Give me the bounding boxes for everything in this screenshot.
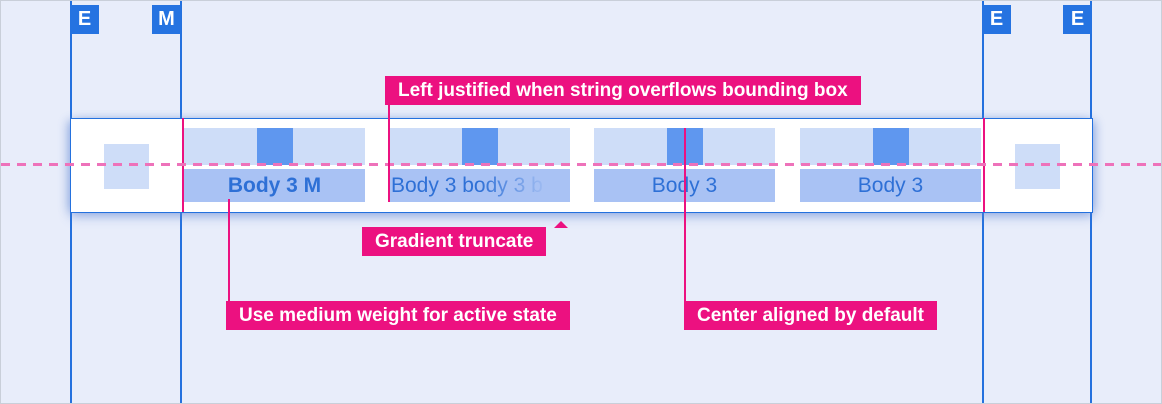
annotation-gradient-truncate-text: Gradient truncate [375,231,534,252]
tab-padding-block [800,128,981,165]
tab-padding-block [184,128,365,165]
tab-padding-square [872,128,909,165]
tab-label: Body 3 [800,169,981,202]
connector-center-aligned [684,128,686,301]
tab-padding-square [256,128,293,165]
gradient-truncate-overlay [478,169,570,202]
tab-padding-square [461,128,498,165]
annotation-center-aligned: Center aligned by default [684,301,937,330]
spacing-marker-m-left: M [152,5,181,34]
tab-label: Body 3 M [184,169,365,202]
annotation-gradient-truncate: Gradient truncate [362,221,568,256]
annotation-left-justified: Left justified when string overflows bou… [385,76,861,105]
center-dashed-line [1,163,1161,166]
connector-medium-weight [228,199,230,301]
tab-active[interactable]: Body 3 M [184,1,365,403]
caret-up-icon [554,221,568,228]
tab-truncated[interactable]: Body 3 body 3 b [389,1,570,403]
spacing-marker-e-left: E [70,5,99,34]
connector-left-justified [388,104,390,202]
tab-padding-block [389,128,570,165]
right-edge-spacer [1015,144,1060,189]
spacing-marker-e-right: E [982,5,1011,34]
left-edge-spacer [104,144,149,189]
spacing-marker-e-outer: E [1063,5,1092,34]
annotation-medium-weight: Use medium weight for active state [226,301,570,330]
tab-default-2[interactable]: Body 3 [800,1,981,403]
